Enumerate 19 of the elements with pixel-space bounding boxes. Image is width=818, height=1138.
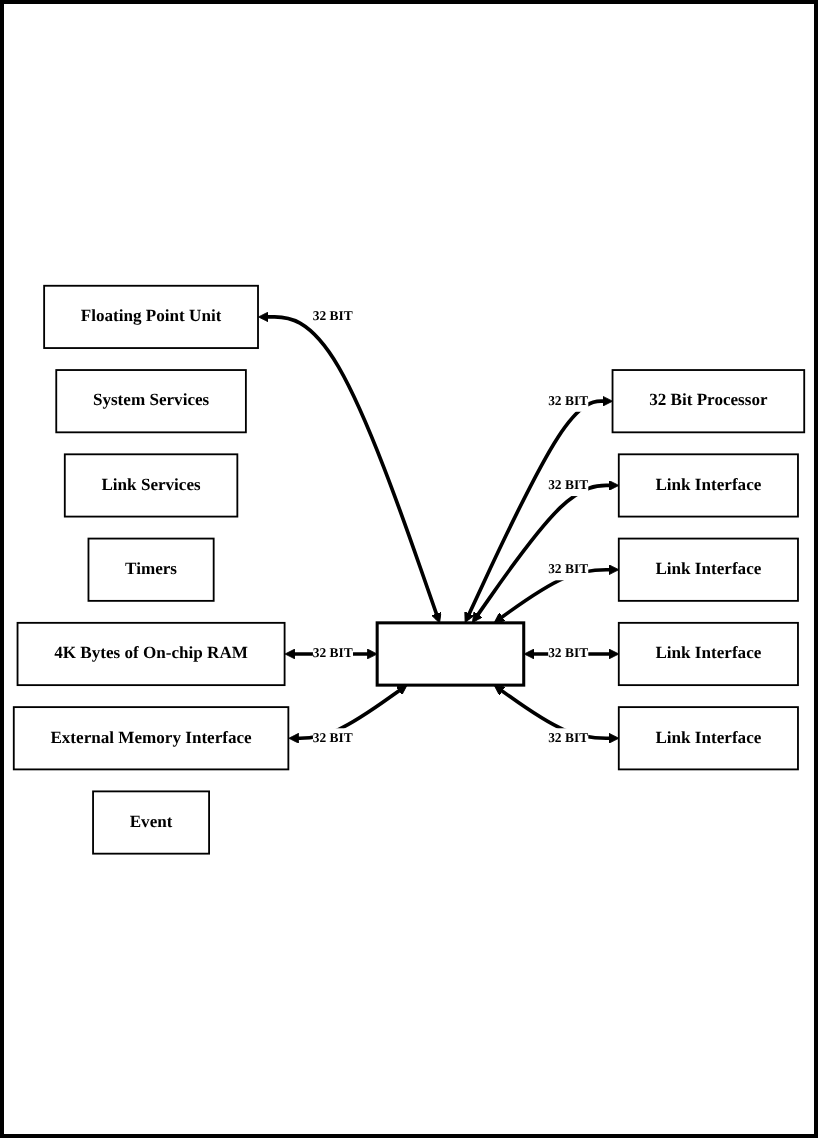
node-box: Link Interface (617, 621, 799, 686)
arrow (288, 683, 408, 743)
node-box: 4K Bytes of On-chip RAM (16, 621, 286, 686)
node-box: Timers (87, 536, 215, 602)
node-box: Event (92, 789, 210, 854)
arrow (464, 395, 613, 623)
node-box: 32 Bit Processor (611, 368, 806, 433)
arrow (472, 479, 620, 623)
node-box: System Services (55, 368, 247, 433)
node-box: External Memory Interface (12, 705, 290, 770)
node-bar (375, 620, 526, 686)
arrow (493, 563, 620, 623)
node-box: Link Interface (617, 705, 799, 770)
node-box: Link Services (63, 452, 239, 517)
node-box: Link Interface (617, 452, 799, 517)
arrow (493, 684, 620, 743)
node-box: Link Interface (617, 536, 799, 602)
arrow (258, 310, 442, 623)
node-box: Floating Point Unit (43, 284, 259, 349)
